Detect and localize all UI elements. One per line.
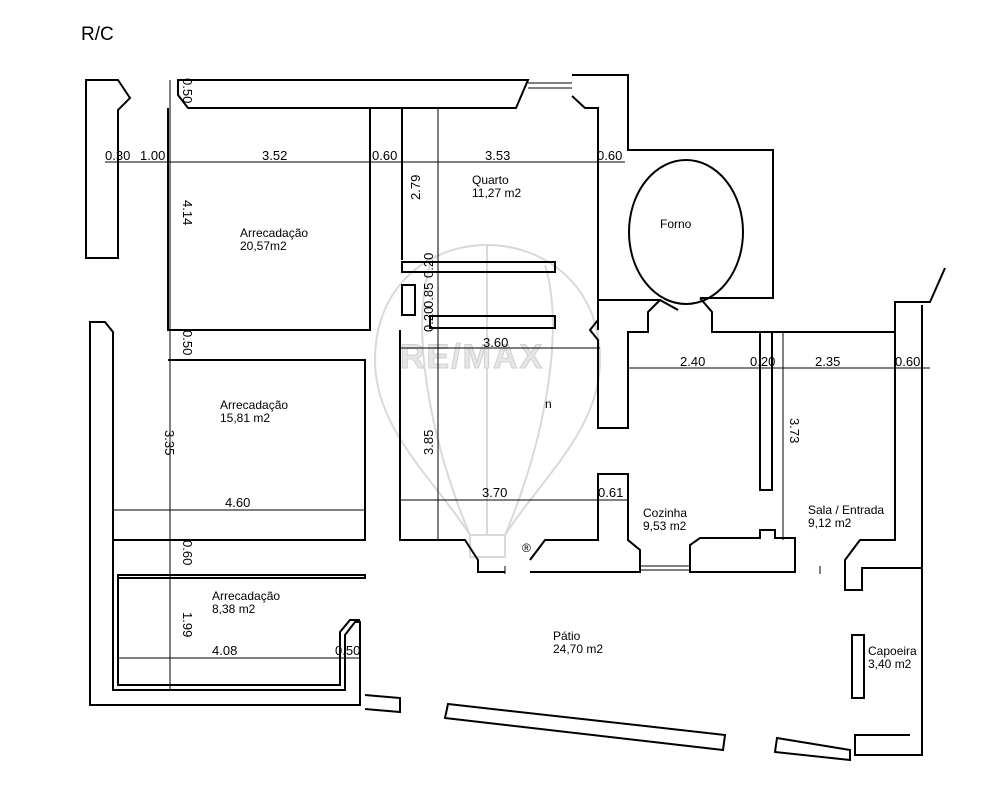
dimension-lines: [105, 80, 930, 690]
dim-label: 3.60: [483, 335, 508, 350]
wall-left-lower: [89, 321, 361, 706]
dim-label: 0.85: [421, 283, 436, 308]
watermark-text: RE/MAX: [400, 338, 544, 376]
wall-storage-2: [113, 359, 366, 541]
wall-kitchen-right: [689, 529, 796, 573]
dim-label: 0.50: [335, 643, 360, 658]
wall-room-n: [399, 330, 641, 573]
dim-label: 2.40: [680, 354, 705, 369]
room-name-arrecadacao-3: Arrecadação: [212, 589, 280, 603]
entrance-marks: [504, 566, 821, 574]
patio-step-left: [364, 694, 401, 714]
wall-top-right: [572, 74, 774, 299]
room-area-arrecadacao-1: 20,57m2: [240, 239, 287, 253]
dim-label: 3.70: [482, 485, 507, 500]
room-name-forno: Forno: [660, 217, 692, 231]
wall-quarto: [401, 95, 679, 330]
room-name-quarto: Quarto: [472, 173, 509, 187]
dim-label: 3.52: [262, 148, 287, 163]
room-labels: Arrecadação 20,57m2 Quarto 11,27 m2 Forn…: [212, 173, 917, 671]
patio-step-right: [773, 736, 851, 762]
dim-label: 3.53: [485, 148, 510, 163]
dim-label: 4.08: [212, 643, 237, 658]
dim-label: 1.99: [180, 612, 195, 637]
dim-label: 0.60: [372, 148, 397, 163]
partition-1: [401, 261, 556, 273]
room-area-arrecadacao-3: 8,38 m2: [212, 602, 256, 616]
dim-label: 2.35: [815, 354, 840, 369]
dim-label: 0.30: [105, 148, 130, 163]
dim-label: 3.35: [162, 430, 177, 455]
wall-forno-base: [588, 267, 946, 429]
dim-label: 0.20: [750, 354, 775, 369]
room-area-cozinha: 9,53 m2: [643, 519, 687, 533]
room-area-arrecadacao-2: 15,81 m2: [220, 411, 270, 425]
floor-title: R/C: [81, 24, 114, 45]
room-area-quarto: 11,27 m2: [472, 186, 521, 200]
partition-3: [429, 315, 556, 329]
room-name-patio: Pátio: [553, 629, 581, 643]
dim-label: 0.60: [895, 354, 920, 369]
room-name-cozinha: Cozinha: [643, 506, 687, 520]
dim-label: 2.79: [408, 175, 423, 200]
room-name-arrecadacao-2: Arrecadação: [220, 398, 288, 412]
dim-label: 4.60: [225, 495, 250, 510]
room-name-small: n: [545, 397, 552, 411]
room-area-sala-entrada: 9,12 m2: [808, 516, 852, 530]
window-top: [528, 82, 572, 89]
dim-label: 0.50: [180, 330, 195, 355]
dim-label: 0.60: [180, 540, 195, 565]
room-name-sala-entrada: Sala / Entrada: [808, 503, 884, 517]
wall-storage-3: [117, 574, 366, 579]
wall-sala: [844, 305, 923, 756]
partition-2: [401, 284, 416, 316]
dim-label: 0.61: [598, 485, 623, 500]
dimension-labels: 0.30 1.00 3.52 0.60 3.53 0.60 0.50 4.14 …: [105, 78, 920, 658]
dim-label: 0.60: [597, 148, 622, 163]
dim-label: 3.73: [787, 418, 802, 443]
dim-label: 0.50: [180, 78, 195, 103]
room-name-arrecadacao-1: Arrecadação: [240, 226, 308, 240]
column-sala: [759, 331, 773, 491]
dim-label: 1.00: [140, 148, 165, 163]
room-area-patio: 24,70 m2: [553, 642, 603, 656]
room-area-capoeira: 3,40 m2: [868, 657, 912, 671]
room-name-capoeira: Capoeira: [868, 644, 917, 658]
dim-label: 0.20: [421, 307, 436, 332]
watermark: RE/MAX ®: [373, 243, 602, 558]
dim-label: 0.20: [421, 253, 436, 278]
wall-storage-1: [167, 108, 371, 331]
dim-label: 4.14: [180, 200, 195, 225]
wall-left-upper: [85, 79, 132, 259]
forno-oven: [628, 159, 744, 305]
patio-bench: [443, 702, 727, 752]
window-kitchen: [640, 565, 690, 571]
capoeira-box: [851, 634, 865, 699]
dim-label: 3.85: [421, 430, 436, 455]
watermark-registered-mark: ®: [522, 541, 531, 555]
wall-top-left: [177, 79, 530, 109]
